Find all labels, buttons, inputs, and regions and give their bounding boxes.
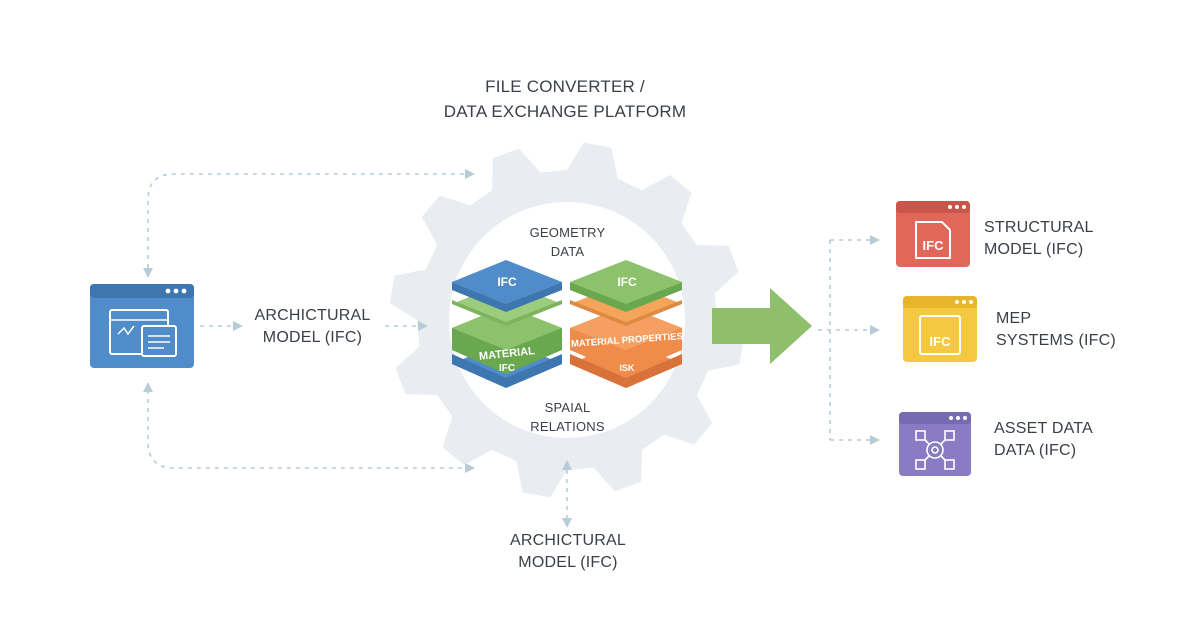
connector-top	[147, 173, 465, 268]
gear-grid-icon	[915, 430, 955, 470]
right-layer-stack: IFC MATERIAL PROPERTIES ISK	[570, 260, 683, 388]
right-stack-top-text: IFC	[617, 275, 637, 289]
mep-systems-icon: IFC	[903, 296, 977, 362]
output-arrow	[712, 288, 812, 364]
left-stack-band-text: MATERIAL	[478, 345, 535, 363]
right-stack-bottom-text: ISK	[619, 363, 635, 373]
source-window-icon	[90, 284, 194, 368]
source-label: ARCHICTURAL MODEL (IFC)	[254, 307, 371, 346]
page-title: FILE CONVERTER / DATA EXCHANGE PLATFORM	[443, 77, 687, 121]
output-label-structural: STRUCTURAL MODEL (IFC)	[984, 219, 1094, 258]
spatial-relations-label: SPAIAL RELATIONS	[530, 400, 605, 434]
mep-badge: IFC	[930, 334, 952, 349]
bottom-source-label: ARCHICTURAL MODEL (IFC)	[510, 532, 626, 571]
gear-shape	[389, 142, 745, 498]
left-layer-stack: IFC MATERIAL IFC	[452, 260, 562, 388]
dashed-connectors	[147, 173, 870, 520]
output-label-asset: ASSET DATA DATA (IFC)	[994, 420, 1093, 459]
asset-data-icon	[899, 412, 971, 476]
connector-arrowheads	[143, 169, 880, 528]
structural-model-icon: IFC	[896, 201, 970, 267]
output-label-mep: MEP SYSTEMS (IFC)	[996, 310, 1116, 349]
left-stack-bottom-text: IFC	[499, 363, 515, 374]
connector-bottom	[147, 390, 465, 469]
left-stack-top-text: IFC	[497, 275, 517, 289]
structural-badge: IFC	[923, 238, 945, 253]
geometry-data-label: GEOMETRY DATA	[529, 225, 606, 259]
